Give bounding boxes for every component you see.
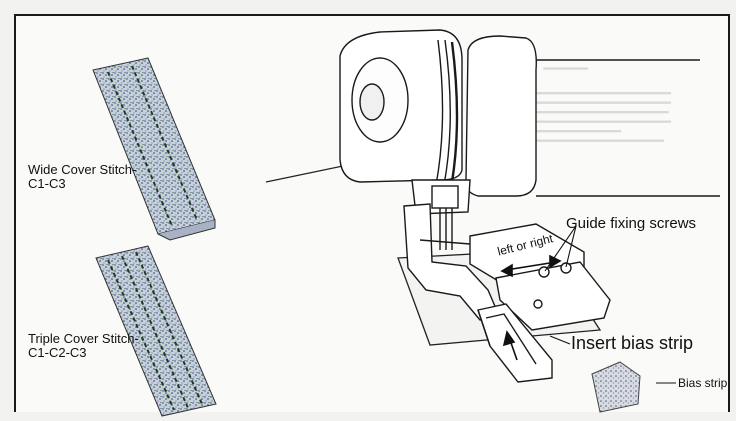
triple-cover-stitch-line1: Triple Cover Stitch- — [28, 331, 139, 346]
binder-attachment — [469, 223, 611, 383]
wide-cover-stitch-label: Wide Cover Stitch- C1-C3 — [28, 163, 136, 191]
left-right-arrow — [500, 254, 562, 278]
sewing-machine — [339, 29, 720, 321]
leader-line-screws-2 — [565, 225, 577, 268]
insert-bias-strip-label: Insert bias strip — [571, 333, 694, 353]
triple-cover-stitch-swatch — [95, 245, 217, 417]
leader-line-insert — [549, 335, 571, 345]
bias-strip-label: Bias strip — [678, 376, 728, 390]
wide-cover-stitch-line1: Wide Cover Stitch- — [28, 162, 137, 177]
bias-strip-piece — [591, 361, 641, 413]
leader-line-screws-1 — [544, 225, 577, 272]
triple-cover-stitch-line2: C1-C2-C3 — [28, 345, 87, 360]
guide-fixing-screws-label: Guide fixing screws — [566, 215, 697, 232]
triple-cover-stitch-label: Triple Cover Stitch- C1-C2-C3 — [28, 332, 139, 360]
wide-cover-stitch-swatch — [92, 57, 216, 241]
insert-direction-arrow — [502, 330, 518, 361]
wide-cover-stitch-line2: C1-C3 — [28, 176, 66, 191]
